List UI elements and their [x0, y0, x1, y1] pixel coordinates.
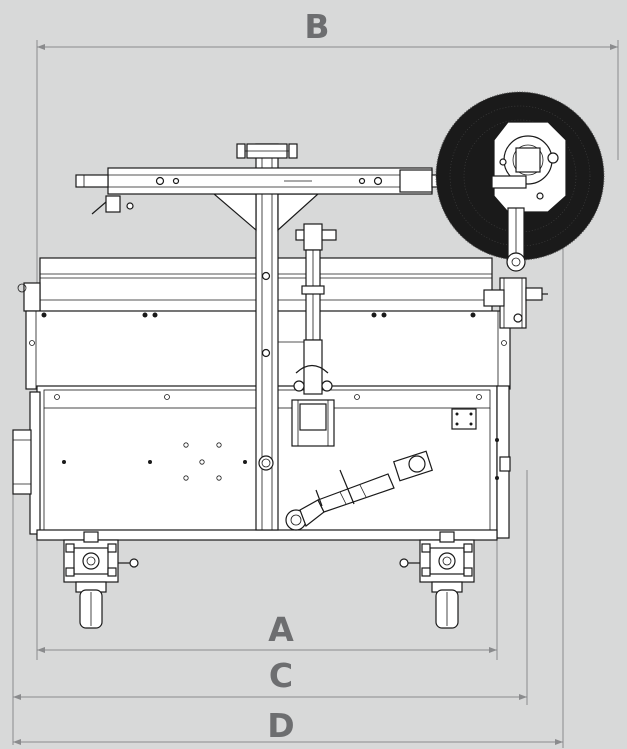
- pto-shaft: [285, 450, 434, 531]
- castor-wheel-right: [399, 531, 475, 629]
- dimension-label-b: B: [304, 7, 329, 46]
- hitch-frame: [75, 143, 467, 531]
- dimension-label-c: C: [269, 656, 293, 695]
- top-link: [278, 223, 337, 447]
- dimension-label-d: D: [267, 706, 294, 745]
- rotary-brush: [435, 91, 605, 329]
- dimension-lines: [12, 40, 619, 748]
- housing-holes: [29, 312, 507, 481]
- dimension-label-a: A: [268, 610, 294, 649]
- castor-wheel-left: [63, 531, 139, 629]
